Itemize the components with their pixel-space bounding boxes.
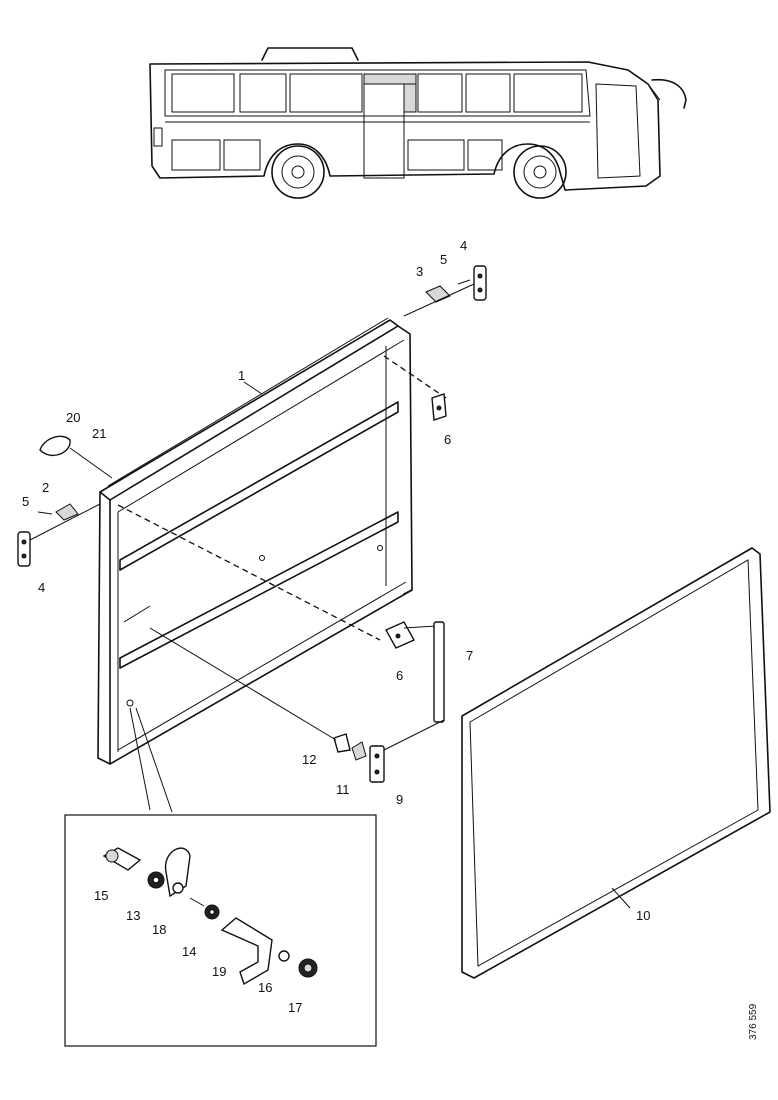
- washer-16: [278, 950, 290, 962]
- dashed-line-top-right: [383, 355, 447, 399]
- callout-17: 17: [288, 1000, 302, 1015]
- leader-21: [69, 447, 113, 479]
- clip-2: [55, 503, 79, 521]
- window-glass: [461, 547, 771, 979]
- callout-15: 15: [94, 888, 108, 903]
- cap-20: [39, 435, 71, 456]
- bracket-4-top: [473, 265, 487, 301]
- bracket-4-left: [17, 531, 31, 567]
- drawing-reference-code: 376 559: [748, 1003, 759, 1040]
- part-9: [369, 745, 385, 783]
- callout-12: 12: [302, 752, 316, 767]
- window-frame: [97, 317, 413, 765]
- callout-11: 11: [336, 782, 350, 797]
- washer-14: [204, 904, 220, 920]
- bracket-6-top: [431, 393, 447, 421]
- bus-illustration: [149, 47, 687, 199]
- callout-14: 14: [182, 944, 196, 959]
- callout-3: 3: [416, 264, 423, 279]
- hinge-8: [385, 621, 415, 649]
- screw-5-top: [457, 279, 471, 285]
- callout-5-left: 5: [22, 494, 29, 509]
- callout-4-top: 4: [460, 238, 467, 253]
- callout-21: 21: [92, 426, 106, 441]
- callout-18: 18: [152, 922, 166, 937]
- bracket-19: [220, 917, 273, 986]
- detail-box: [64, 814, 377, 1047]
- callout-6-top: 6: [444, 432, 451, 447]
- nut-17: [298, 958, 318, 978]
- callout-1: 1: [238, 368, 245, 383]
- callout-16: 16: [258, 980, 272, 995]
- callout-6-mid: 6: [396, 668, 403, 683]
- part-12: [333, 733, 351, 753]
- bolt-15: [102, 847, 142, 871]
- callout-13: 13: [126, 908, 140, 923]
- screw-5-left: [37, 511, 53, 515]
- washer-13: [147, 871, 165, 889]
- callout-9: 9: [396, 792, 403, 807]
- dashed-line-diagonal: [117, 504, 381, 641]
- callout-4-left: 4: [38, 580, 45, 595]
- callout-2: 2: [42, 480, 49, 495]
- clip-3: [425, 285, 451, 303]
- cover-18: [164, 847, 191, 898]
- callout-10: 10: [636, 908, 650, 923]
- callout-7: 7: [466, 648, 473, 663]
- callout-20: 20: [66, 410, 80, 425]
- part-11: [351, 741, 367, 761]
- strut-7: [433, 621, 445, 723]
- callout-5-top: 5: [440, 252, 447, 267]
- callout-19: 19: [212, 964, 226, 979]
